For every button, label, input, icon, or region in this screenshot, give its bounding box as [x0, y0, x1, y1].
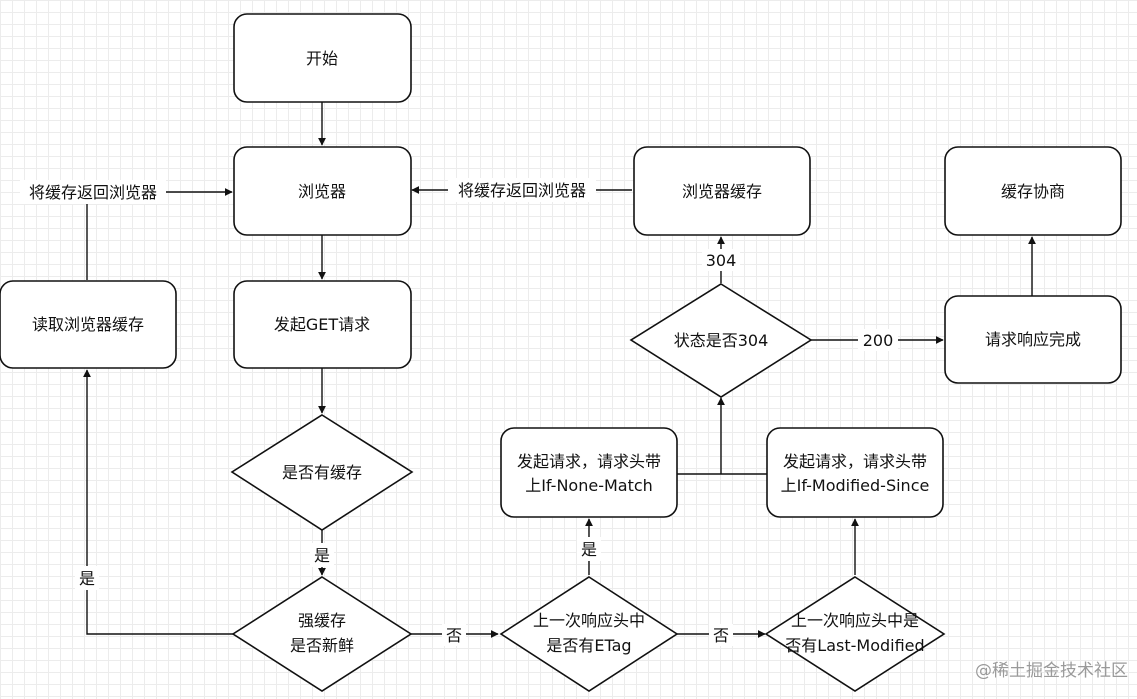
node-get-request-label: 发起GET请求 — [274, 315, 370, 334]
label-yes-fresh: 是 — [79, 569, 95, 588]
edge-fresh-yes-to-read-cache — [83, 369, 233, 635]
label-return-right: 将缓存返回浏览器 — [458, 181, 586, 200]
node-if-none-match-label-1: 发起请求，请求头带 — [517, 452, 661, 471]
node-request-done: 请求响应完成 — [944, 295, 1122, 384]
label-return-left: 将缓存返回浏览器 — [29, 183, 157, 202]
node-negotiation: 缓存协商 — [944, 146, 1122, 236]
node-read-cache: 读取浏览器缓存 — [0, 280, 177, 369]
node-etag-label-2: 是否有ETag — [546, 636, 631, 655]
edge-labels: 将缓存返回浏览器 将缓存返回浏览器 是 是 否 是 否 304 200 — [20, 178, 898, 646]
edge-read-cache-to-browser — [86, 188, 233, 280]
node-if-modified-since-label-1: 发起请求，请求头带 — [783, 452, 927, 471]
node-fresh-label-1: 强缓存 — [298, 611, 346, 630]
node-read-cache-label: 读取浏览器缓存 — [32, 315, 144, 334]
node-etag: 上一次响应头中 是否有ETag — [499, 576, 679, 692]
node-browser-cache-label: 浏览器缓存 — [682, 182, 762, 201]
node-status-304-label: 状态是否304 — [674, 331, 769, 350]
node-if-none-match: 发起请求，请求头带 上If-None-Match — [500, 427, 678, 518]
node-fresh-label-2: 是否新鲜 — [290, 636, 354, 655]
label-no-etag: 否 — [713, 626, 729, 645]
node-start-label: 开始 — [306, 49, 338, 68]
node-status-304: 状态是否304 — [629, 283, 813, 398]
node-get-request: 发起GET请求 — [233, 280, 412, 369]
node-last-modified: 上一次响应头中是 否有Last-Modified — [764, 576, 946, 692]
label-yes-etag: 是 — [581, 540, 597, 559]
label-no-fresh: 否 — [446, 626, 462, 645]
label-yes-cache: 是 — [314, 546, 330, 565]
node-if-modified-since: 发起请求，请求头带 上If-Modified-Since — [766, 427, 944, 518]
node-last-modified-label-1: 上一次响应头中是 — [791, 611, 919, 630]
node-fresh: 强缓存 是否新鲜 — [231, 576, 413, 692]
node-if-modified-since-label-2: 上If-Modified-Since — [781, 476, 930, 495]
node-browser-cache: 浏览器缓存 — [633, 146, 811, 236]
node-has-cache-label: 是否有缓存 — [282, 463, 362, 482]
node-start: 开始 — [233, 13, 412, 103]
node-browser-label: 浏览器 — [298, 182, 346, 201]
node-negotiation-label: 缓存协商 — [1001, 182, 1065, 201]
node-request-done-label: 请求响应完成 — [985, 330, 1081, 349]
label-code-200: 200 — [863, 331, 894, 350]
node-if-none-match-label-2: 上If-None-Match — [525, 476, 653, 495]
node-has-cache: 是否有缓存 — [230, 414, 414, 531]
node-browser: 浏览器 — [233, 146, 412, 236]
label-code-304: 304 — [706, 251, 737, 270]
node-etag-label-1: 上一次响应头中 — [533, 611, 645, 630]
node-last-modified-label-2: 否有Last-Modified — [785, 636, 924, 655]
watermark-text: @稀土掘金技术社区 — [975, 661, 1128, 681]
